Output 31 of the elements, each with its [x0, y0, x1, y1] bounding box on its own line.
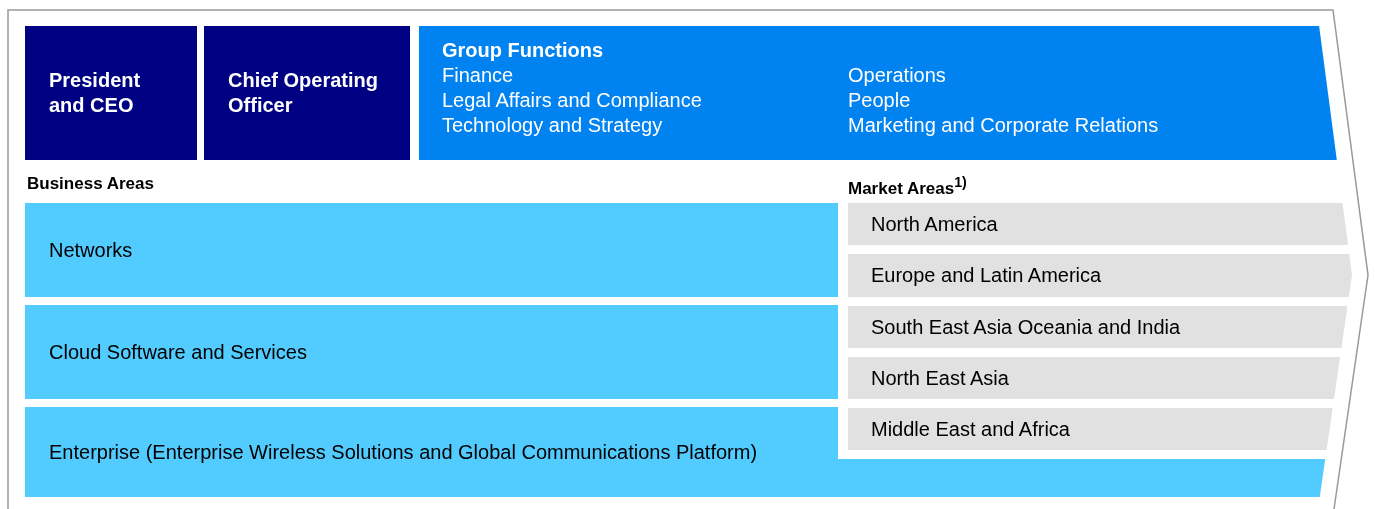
market-area-bar — [848, 254, 1352, 297]
market-area-name: Europe and Latin America — [871, 263, 1103, 288]
business-area-bar — [25, 407, 838, 497]
function-item: Marketing and Corporate Relations — [848, 113, 1160, 138]
function-item: Technology and Strategy — [442, 113, 664, 138]
function-item: People — [848, 88, 912, 113]
section-heading: Market Areas$^{1)}$ — [848, 178, 967, 198]
market-area-bar — [848, 357, 1341, 399]
bar-extension — [838, 459, 1326, 497]
market-area-bar — [848, 203, 1349, 245]
role-title: Chief Operating Officer — [228, 68, 379, 118]
executive-box — [25, 26, 197, 160]
business-area-name: Cloud Software and Services — [49, 339, 308, 365]
executive-box — [204, 26, 410, 160]
function-item: Operations — [848, 63, 947, 88]
section-heading: Business Areas — [27, 174, 154, 193]
market-area-bar — [848, 306, 1348, 348]
role-title: President and CEO — [49, 68, 142, 118]
business-area-name: Enterprise (Enterprise Wireless Solutions and Global Communications Platform) — [49, 439, 759, 465]
function-item: Legal Affairs and Compliance — [442, 88, 703, 113]
market-area-bar — [848, 408, 1333, 450]
market-area-name: South East Asia Oceania and India — [871, 314, 1182, 340]
market-area-name: Middle East and Africa — [871, 416, 1071, 442]
business-area-name: Networks — [49, 237, 134, 263]
group-functions-panel — [419, 26, 1337, 160]
business-area-bar — [25, 203, 838, 297]
market-area-name: North East Asia — [871, 365, 1010, 391]
market-area-name: North America — [871, 211, 999, 237]
function-item: Finance — [442, 63, 515, 88]
panel-heading: Group Functions — [442, 38, 605, 63]
business-area-bar — [25, 305, 838, 399]
